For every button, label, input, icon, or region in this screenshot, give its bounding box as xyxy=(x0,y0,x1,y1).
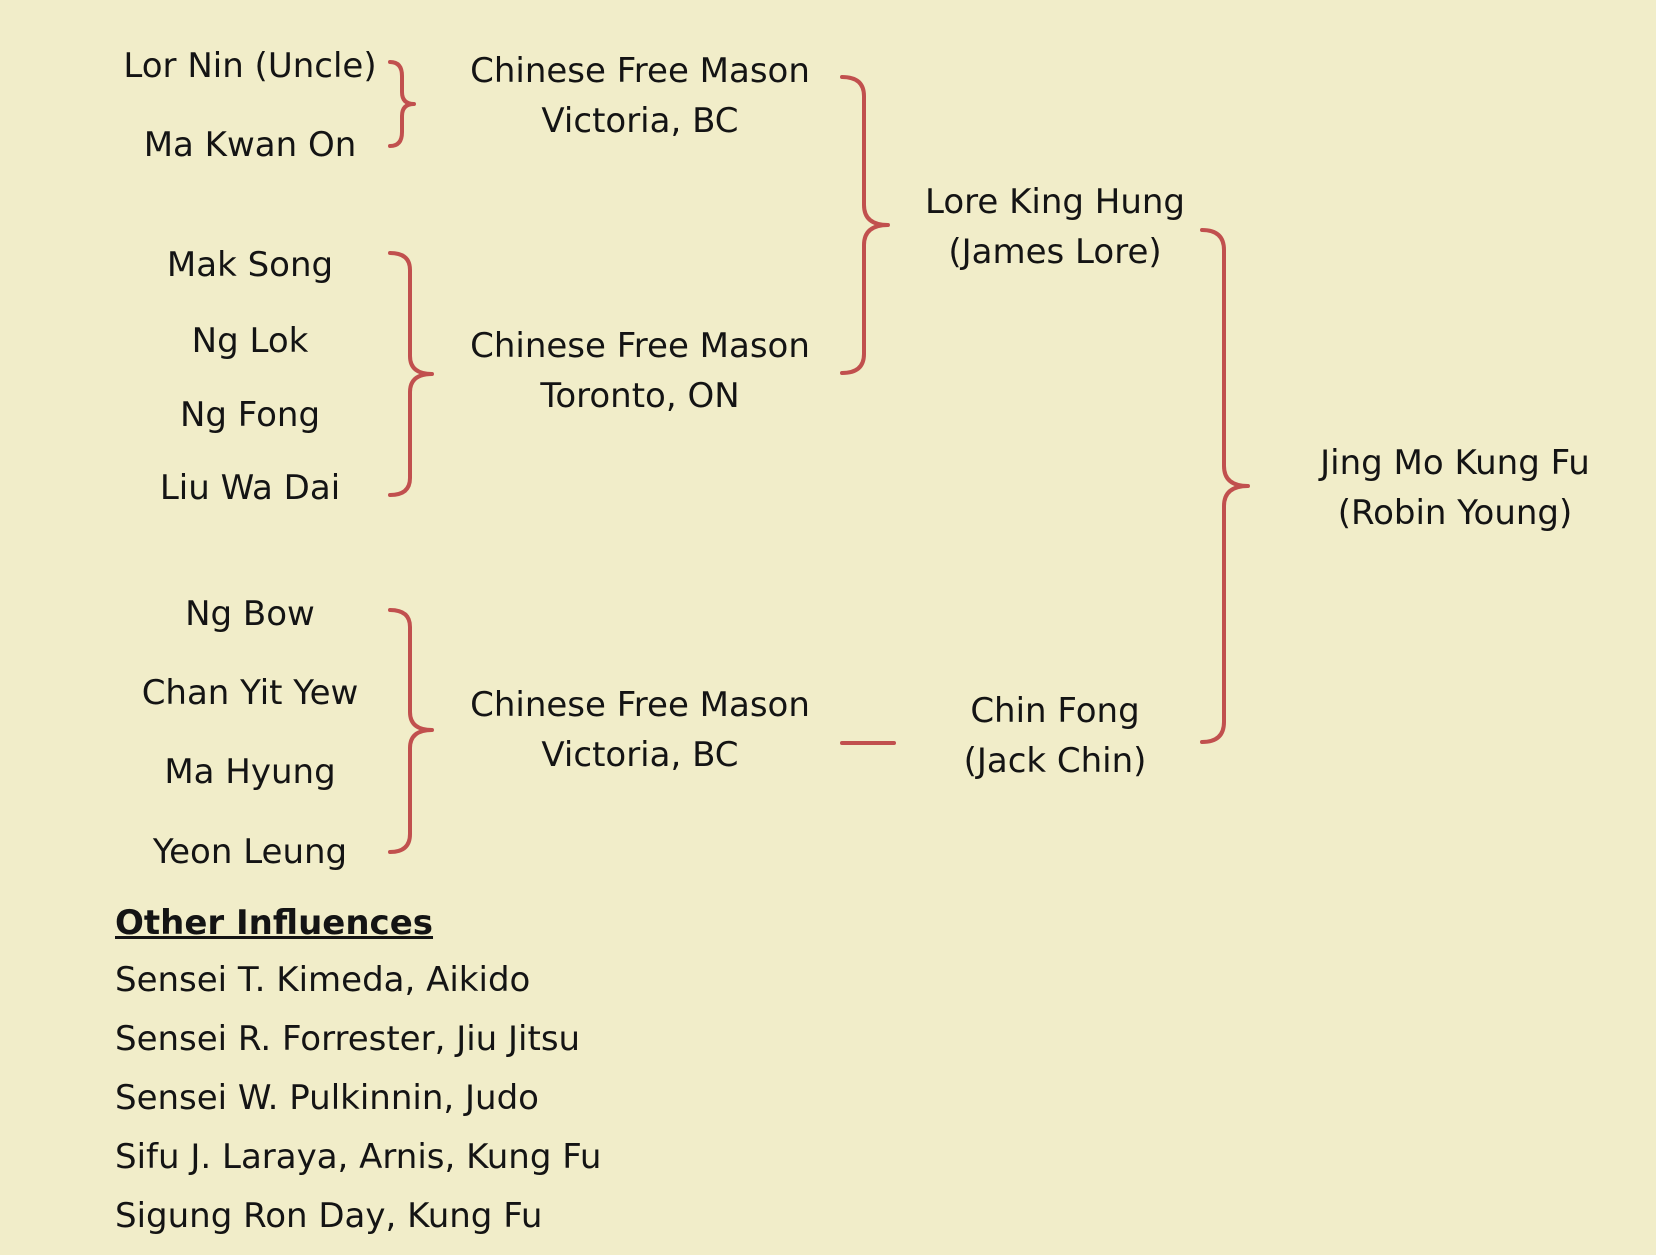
name-lor-nin: Lor Nin (Uncle) xyxy=(123,46,377,86)
influence-item: Sigung Ron Day, Kung Fu xyxy=(115,1196,543,1236)
master-chin-fong: Chin Fong (Jack Chin) xyxy=(880,686,1230,786)
master-chin-line1: Chin Fong xyxy=(970,691,1140,731)
influence-item: Sensei W. Pulkinnin, Judo xyxy=(115,1078,539,1118)
name-mak-song: Mak Song xyxy=(166,245,334,285)
influence-item: Sensei T. Kimeda, Aikido xyxy=(115,960,531,1000)
school-line1: Jing Mo Kung Fu xyxy=(1320,443,1590,483)
bracket-victoria-1 xyxy=(388,60,416,148)
name-ma-hyung: Ma Hyung xyxy=(164,752,336,792)
name-liu-wa-dai: Liu Wa Dai xyxy=(159,468,341,508)
group-victoria-1-line1: Chinese Free Mason xyxy=(470,51,810,91)
bracket-school xyxy=(1200,228,1250,744)
name-ng-lok: Ng Lok xyxy=(191,321,309,361)
influence-item: Sensei R. Forrester, Jiu Jitsu xyxy=(115,1019,581,1059)
school-jing-mo: Jing Mo Kung Fu (Robin Young) xyxy=(1270,438,1640,538)
master-chin-line2: (Jack Chin) xyxy=(963,741,1147,781)
bracket-lore xyxy=(840,75,890,375)
name-ng-fong: Ng Fong xyxy=(179,395,321,435)
other-influences-list: Sensei T. Kimeda, Aikido Sensei R. Forre… xyxy=(115,955,601,1250)
group-toronto: Chinese Free Mason Toronto, ON xyxy=(430,321,850,421)
group-victoria-2: Chinese Free Mason Victoria, BC xyxy=(430,680,850,780)
bracket-victoria-2 xyxy=(388,608,434,854)
group-victoria-1: Chinese Free Mason Victoria, BC xyxy=(430,46,850,146)
name-ma-kwan-on: Ma Kwan On xyxy=(143,125,357,165)
group-victoria-1-line2: Victoria, BC xyxy=(541,101,739,141)
group-victoria-2-line1: Chinese Free Mason xyxy=(470,685,810,725)
school-line2: (Robin Young) xyxy=(1337,493,1573,533)
group-toronto-line1: Chinese Free Mason xyxy=(470,326,810,366)
influence-item: Sifu J. Laraya, Arnis, Kung Fu xyxy=(115,1137,602,1177)
name-ng-bow: Ng Bow xyxy=(185,594,315,634)
other-influences-title: Other Influences xyxy=(115,903,434,943)
master-lore-line1: Lore King Hung xyxy=(924,182,1186,222)
group-toronto-line2: Toronto, ON xyxy=(540,376,740,416)
name-yeon-leung: Yeon Leung xyxy=(152,832,348,872)
master-lore-line2: (James Lore) xyxy=(948,232,1162,272)
bracket-toronto xyxy=(388,251,434,497)
group-victoria-2-line2: Victoria, BC xyxy=(541,735,739,775)
master-lore-king-hung: Lore King Hung (James Lore) xyxy=(880,177,1230,277)
name-chan-yit-yew: Chan Yit Yew xyxy=(141,673,359,713)
